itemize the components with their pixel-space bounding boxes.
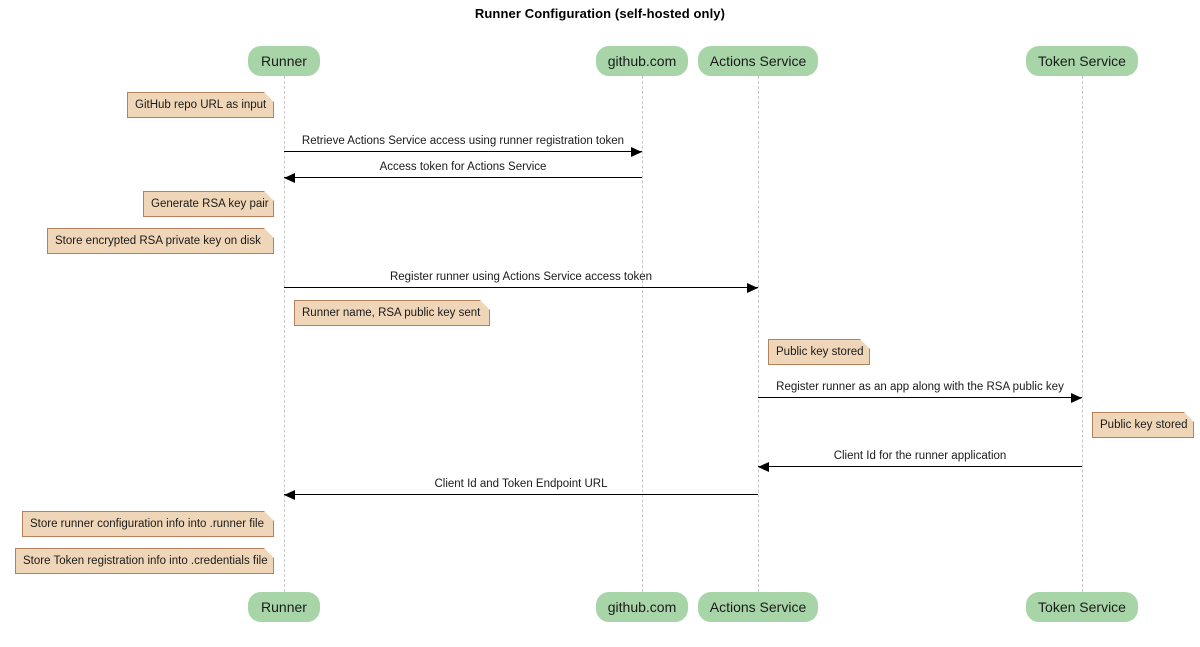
participant-footer-github[interactable]: github.com bbox=[596, 592, 688, 622]
message-arrowhead bbox=[284, 490, 295, 500]
note-n5: Public key stored bbox=[768, 339, 870, 365]
note-label: Store Token registration info into .cred… bbox=[23, 555, 268, 567]
lifeline-actions bbox=[758, 76, 759, 592]
message-label: Client Id for the runner application bbox=[833, 450, 1007, 462]
message-line bbox=[284, 494, 758, 495]
note-fold-edge-icon bbox=[479, 300, 490, 311]
note-fold-edge-icon bbox=[263, 228, 274, 239]
note-label: Runner name, RSA public key sent bbox=[302, 307, 481, 319]
message-arrowhead bbox=[631, 147, 642, 157]
participant-label: github.com bbox=[607, 599, 677, 615]
diagram-title: Runner Configuration (self-hosted only) bbox=[474, 6, 726, 21]
participant-label: Token Service bbox=[1038, 599, 1126, 615]
note-fold-edge-icon bbox=[859, 339, 870, 350]
note-label: Generate RSA key pair bbox=[151, 198, 269, 210]
note-label: Store encrypted RSA private key on disk bbox=[55, 235, 261, 247]
message-line bbox=[284, 151, 642, 152]
participant-footer-actions[interactable]: Actions Service bbox=[698, 592, 818, 622]
participant-label: Runner bbox=[261, 53, 307, 69]
participant-label: github.com bbox=[607, 53, 677, 69]
message-label: Client Id and Token Endpoint URL bbox=[434, 478, 608, 490]
participant-header-github[interactable]: github.com bbox=[596, 46, 688, 76]
note-n6: Public key stored bbox=[1092, 412, 1194, 438]
note-n3: Store encrypted RSA private key on disk bbox=[47, 228, 274, 254]
note-n7: Store runner configuration info into .ru… bbox=[22, 511, 274, 537]
message-label: Register runner as an app along with the… bbox=[776, 381, 1064, 393]
note-fold-edge-icon bbox=[263, 191, 274, 202]
message-line bbox=[758, 466, 1082, 467]
note-n4: Runner name, RSA public key sent bbox=[294, 300, 490, 326]
note-fold-edge-icon bbox=[263, 92, 274, 103]
message-line bbox=[758, 397, 1082, 398]
note-label: Store runner configuration info into .ru… bbox=[30, 518, 264, 530]
lifeline-token bbox=[1082, 76, 1083, 592]
lifeline-runner bbox=[284, 76, 285, 592]
message-arrowhead bbox=[758, 462, 769, 472]
lifeline-github bbox=[642, 76, 643, 592]
participant-label: Actions Service bbox=[709, 599, 807, 615]
message-line bbox=[284, 287, 758, 288]
participant-footer-runner[interactable]: Runner bbox=[248, 592, 320, 622]
message-label: Access token for Actions Service bbox=[379, 161, 547, 173]
note-n1: GitHub repo URL as input bbox=[127, 92, 274, 118]
note-n8: Store Token registration info into .cred… bbox=[15, 548, 274, 574]
participant-label: Token Service bbox=[1038, 53, 1126, 69]
note-fold-edge-icon bbox=[263, 511, 274, 522]
participant-header-token[interactable]: Token Service bbox=[1026, 46, 1138, 76]
participant-footer-token[interactable]: Token Service bbox=[1026, 592, 1138, 622]
participant-header-actions[interactable]: Actions Service bbox=[698, 46, 818, 76]
note-label: GitHub repo URL as input bbox=[135, 99, 267, 111]
participant-label: Actions Service bbox=[709, 53, 807, 69]
message-line bbox=[284, 177, 642, 178]
participant-label: Runner bbox=[261, 599, 307, 615]
message-arrowhead bbox=[284, 173, 295, 183]
message-arrowhead bbox=[747, 283, 758, 293]
note-fold-edge-icon bbox=[1183, 412, 1194, 423]
message-label: Retrieve Actions Service access using ru… bbox=[301, 135, 625, 147]
note-label: Public key stored bbox=[776, 346, 864, 358]
participant-header-runner[interactable]: Runner bbox=[248, 46, 320, 76]
note-n2: Generate RSA key pair bbox=[143, 191, 274, 217]
message-arrowhead bbox=[1071, 393, 1082, 403]
message-label: Register runner using Actions Service ac… bbox=[389, 271, 653, 283]
note-label: Public key stored bbox=[1100, 419, 1188, 431]
note-fold-edge-icon bbox=[263, 548, 274, 559]
